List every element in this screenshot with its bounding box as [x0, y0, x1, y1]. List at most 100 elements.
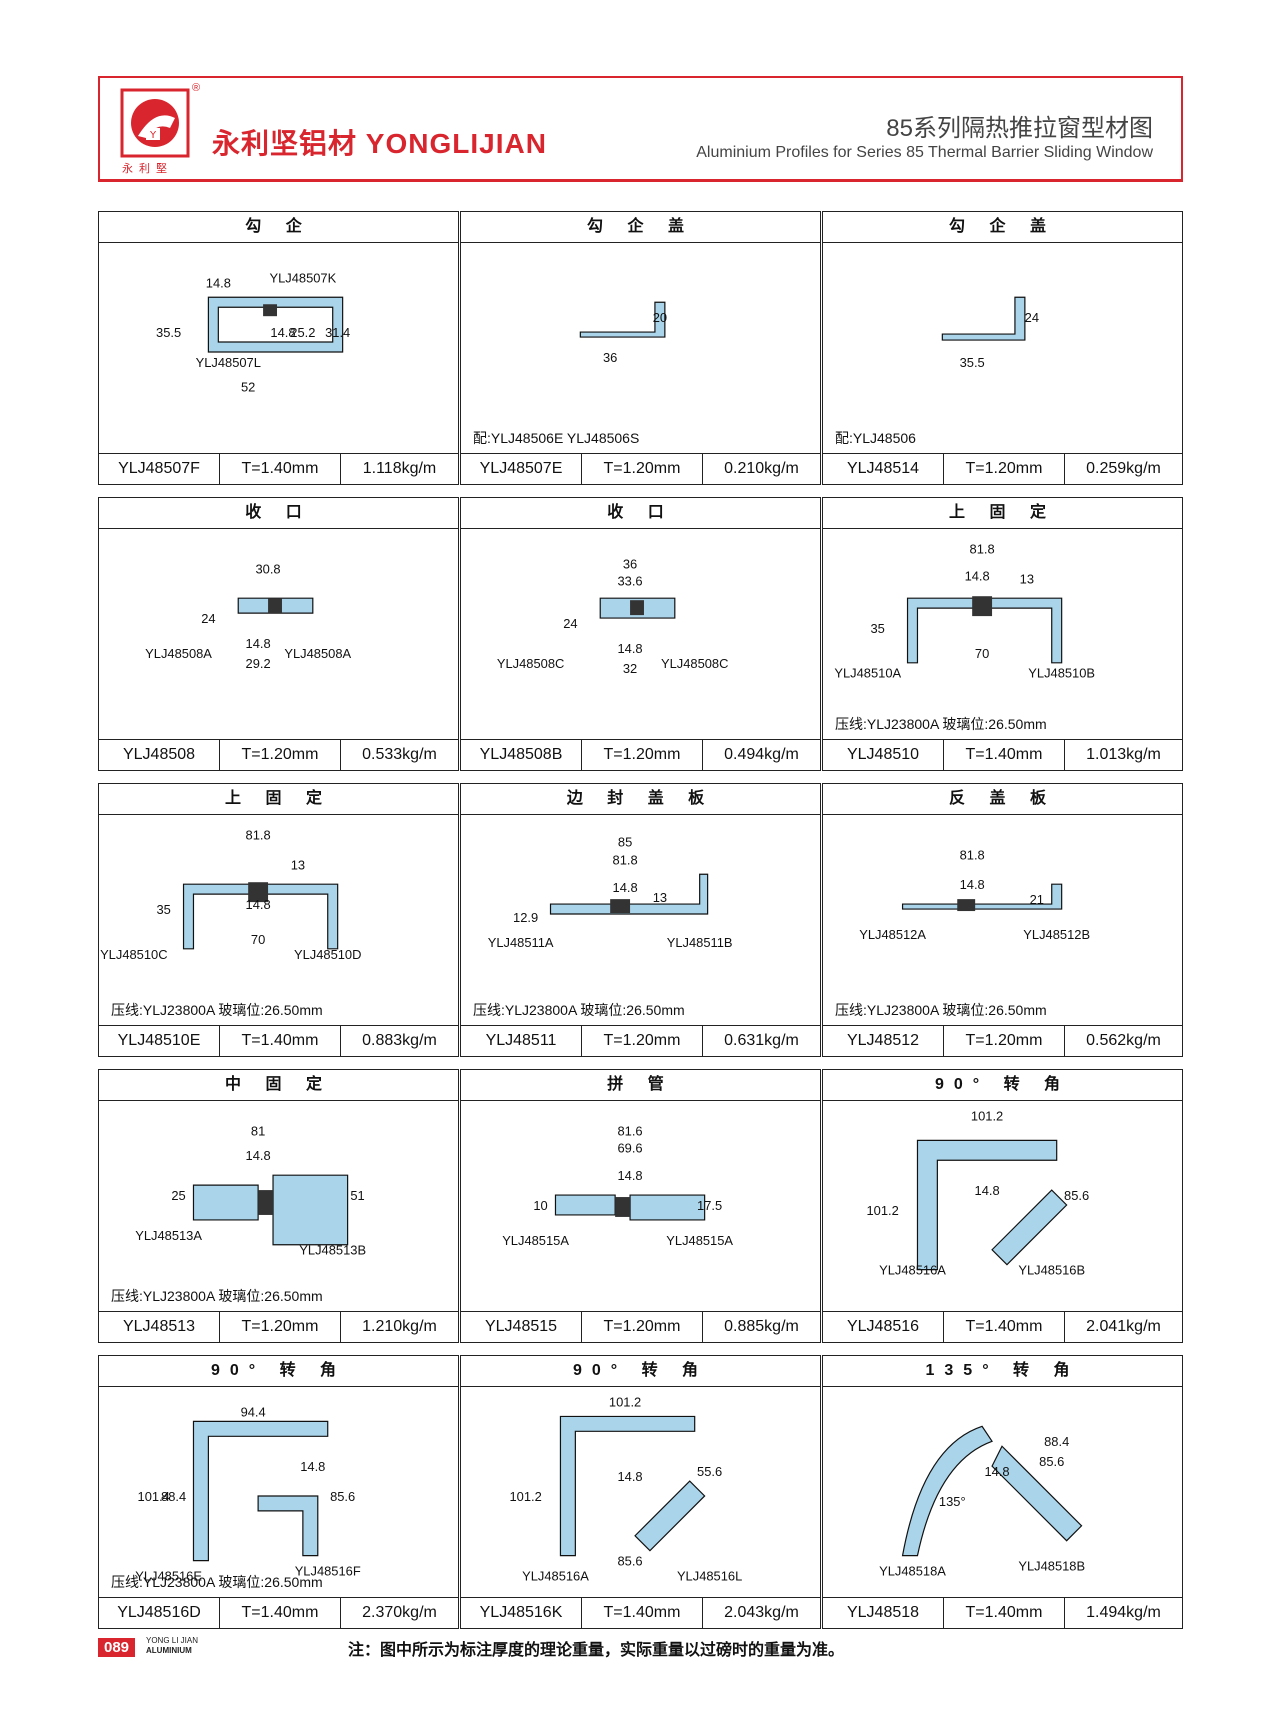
wall-thickness: T=1.40mm [582, 1598, 703, 1628]
dimension-label: 14.8 [965, 568, 990, 583]
profile-title: 90° 转 角 [99, 1356, 458, 1387]
profile-shape [901, 1425, 1083, 1557]
profile-shape [549, 873, 709, 915]
wall-thickness: T=1.20mm [944, 454, 1065, 484]
dimension-label: 81.8 [246, 827, 271, 842]
dimension-label: 101.2 [867, 1203, 899, 1218]
dimension-label: YLJ48516E [135, 1569, 202, 1584]
page-header: Y ® 永利堅 永利坚铝材 YONGLIJIAN 85系列隔热推拉窗型材图 Al… [98, 76, 1183, 182]
unit-weight: 2.041kg/m [1086, 1318, 1161, 1335]
dimension-label: YLJ48510B [1028, 666, 1095, 681]
wall-thickness: T=1.40mm [944, 740, 1065, 770]
profile-code: YLJ48512 [823, 1026, 944, 1056]
profile-note: 压线:YLJ23800A 玻璃位:26.50mm [111, 1288, 323, 1304]
profile-title: 收 口 [99, 498, 458, 529]
profile-code: YLJ48508 [99, 740, 220, 770]
dimension-label: YLJ48518A [879, 1564, 946, 1579]
dimension-label: 14.8 [246, 897, 271, 912]
profile-note: 配:YLJ48506E YLJ48506S [473, 430, 640, 446]
dimension-label: YLJ48508C [661, 656, 728, 671]
wall-thickness: T=1.20mm [220, 1312, 341, 1342]
dimension-label: YLJ48512A [859, 927, 926, 942]
dimension-label: YLJ48510C [100, 947, 167, 962]
dimension-label: 55.6 [697, 1464, 722, 1479]
dimension-label: 36 [623, 556, 637, 571]
footer-brand-line2: ALUMINIUM [146, 1646, 192, 1655]
profile-code: YLJ48516K [461, 1598, 582, 1628]
profile-note: 压线:YLJ23800A 玻璃位:26.50mm [473, 1002, 685, 1018]
wall-thickness: T=1.40mm [220, 1598, 341, 1628]
dimension-label: 14.8 [206, 275, 231, 290]
profile-shape [916, 1139, 1068, 1271]
unit-weight: 0.259kg/m [1086, 460, 1161, 477]
dimension-label: YLJ48516B [1018, 1263, 1085, 1278]
profile-code: YLJ48516 [823, 1312, 944, 1342]
unit-weight: 0.494kg/m [724, 746, 799, 763]
dimension-label: 51 [350, 1188, 364, 1203]
dimension-label: YLJ48512B [1023, 927, 1090, 942]
dimension-label: YLJ48516A [879, 1263, 946, 1278]
company-logo: Y [120, 88, 190, 158]
profile-shape [559, 1415, 706, 1557]
profile-title: 勾 企 盖 [823, 212, 1182, 243]
dimension-label: YLJ48508C [497, 656, 564, 671]
dimension-label: 14.8 [613, 880, 638, 895]
footer-brand-line1: YONG LI JIAN [146, 1636, 199, 1645]
profile-note: 压线:YLJ23800A 玻璃位:26.50mm [835, 1002, 1047, 1018]
dimension-label: 20 [653, 310, 667, 325]
dimension-label: 35.5 [156, 325, 181, 340]
unit-weight: 1.210kg/m [362, 1318, 437, 1335]
dimension-label: 24 [563, 616, 577, 631]
profile-code: YLJ48510E [99, 1026, 220, 1056]
unit-weight: 0.562kg/m [1086, 1032, 1161, 1049]
weight-note: 注：图中所示为标注厚度的理论重量，实际重量以过磅时的重量为准。 [348, 1642, 845, 1659]
dimension-label: YLJ48515A [666, 1233, 733, 1248]
profile-title: 上 固 定 [823, 498, 1182, 529]
dimension-label: 32 [623, 661, 637, 676]
profile-title: 收 口 [461, 498, 820, 529]
unit-weight: 0.885kg/m [724, 1318, 799, 1335]
dimension-label: YLJ48508A [145, 646, 212, 661]
dimension-label: YLJ48518B [1018, 1559, 1085, 1574]
profile-title: 边 封 盖 板 [461, 784, 820, 815]
profile-shape [182, 882, 339, 950]
profile-title: 勾 企 盖 [461, 212, 820, 243]
dimension-label: YLJ48515A [502, 1233, 569, 1248]
profile-shape [192, 1174, 349, 1246]
dimension-label: 135° [939, 1494, 966, 1509]
profile-shape [579, 301, 666, 338]
profile-code: YLJ48516D [99, 1598, 220, 1628]
dimension-label: 81.8 [960, 847, 985, 862]
dimension-label: 14.8 [975, 1183, 1000, 1198]
dimension-label: 14.8 [246, 1148, 271, 1163]
dimension-label: YLJ48516F [295, 1564, 361, 1579]
dimension-label: 13 [291, 857, 305, 872]
dimension-label: 29.2 [246, 656, 271, 671]
dimension-label: 14.8 [984, 1464, 1009, 1479]
dimension-label: 81.8 [970, 541, 995, 556]
unit-weight: 0.533kg/m [362, 746, 437, 763]
